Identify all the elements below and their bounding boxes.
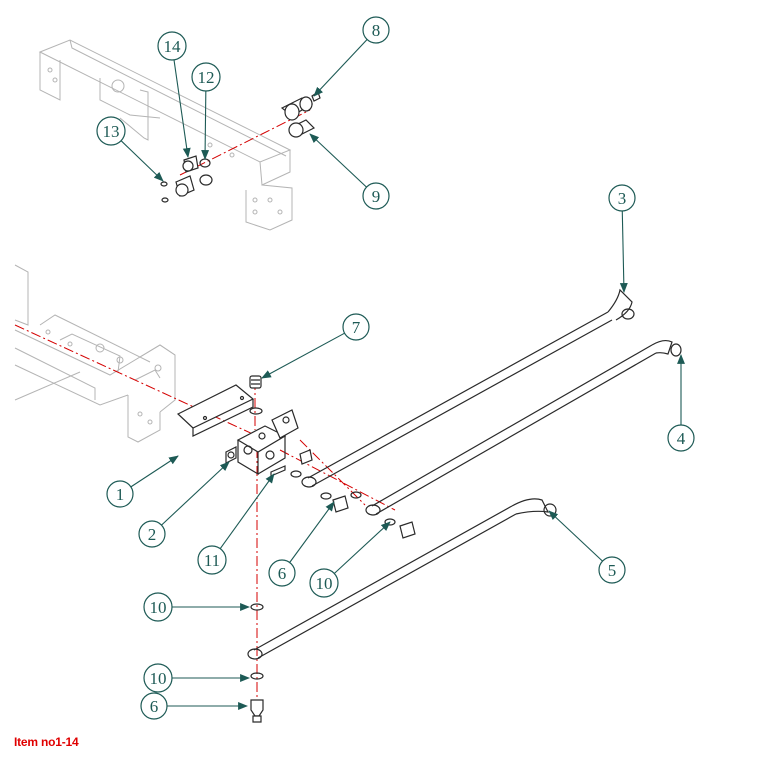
callout-10c: 10 xyxy=(143,663,173,693)
callout-label: 4 xyxy=(677,429,686,448)
callout-label: 2 xyxy=(148,525,157,544)
callout-10b: 10 xyxy=(143,592,173,622)
callout-circle xyxy=(96,116,126,146)
callout-label: 8 xyxy=(372,21,381,40)
callout-circle xyxy=(362,16,390,44)
leader-line-13 xyxy=(120,140,164,182)
leader-line-3 xyxy=(619,210,628,293)
callout-circle xyxy=(608,184,636,212)
callout-circle xyxy=(143,592,173,622)
callout-3: 3 xyxy=(608,184,636,212)
leader-line-5 xyxy=(548,510,603,562)
callout-2: 2 xyxy=(138,520,166,548)
callout-leaders xyxy=(120,39,685,710)
callout-label: 11 xyxy=(204,551,220,570)
valve-block-assembly xyxy=(176,375,416,723)
leader-line-14 xyxy=(173,59,191,158)
callout-11: 11 xyxy=(197,545,227,575)
item-caption: Item no1-14 xyxy=(14,735,79,749)
leader-line-6a xyxy=(289,501,335,563)
callout-label: 9 xyxy=(372,187,381,206)
callout-circle xyxy=(191,62,221,92)
leader-line-8 xyxy=(313,39,368,97)
leader-line-12 xyxy=(201,90,210,160)
callout-5: 5 xyxy=(598,556,626,584)
callout-label: 13 xyxy=(103,122,120,141)
callout-circle xyxy=(140,692,168,720)
lower-frame xyxy=(14,264,176,443)
callout-6a: 6 xyxy=(268,559,296,587)
upper-fittings xyxy=(160,91,321,203)
callout-circle xyxy=(667,424,695,452)
callout-13: 13 xyxy=(96,116,126,146)
callout-label: 10 xyxy=(150,598,167,617)
callout-9: 9 xyxy=(362,182,390,210)
leader-line-11 xyxy=(219,473,275,549)
callout-circle xyxy=(362,182,390,210)
leader-line-2 xyxy=(161,461,230,526)
callout-label: 6 xyxy=(278,564,287,583)
callout-label: 12 xyxy=(198,68,215,87)
callout-4: 4 xyxy=(667,424,695,452)
hoses xyxy=(247,288,682,660)
callout-label: 7 xyxy=(352,318,361,337)
callout-12: 12 xyxy=(191,62,221,92)
callout-label: 10 xyxy=(316,574,333,593)
callout-circle xyxy=(598,556,626,584)
callout-label: 3 xyxy=(618,189,627,208)
callout-label: 5 xyxy=(608,561,617,580)
leader-line-1 xyxy=(130,455,179,488)
callout-10a: 10 xyxy=(309,568,339,598)
callout-circle xyxy=(106,480,134,508)
callout-7: 7 xyxy=(342,313,370,341)
callout-circle xyxy=(268,559,296,587)
upper-mounting-bracket xyxy=(38,39,293,231)
leader-line-9 xyxy=(309,133,367,188)
callout-14: 14 xyxy=(157,31,187,61)
callout-label: 10 xyxy=(150,669,167,688)
callout-1: 1 xyxy=(106,480,134,508)
callout-circle xyxy=(197,545,227,575)
callout-circle xyxy=(143,663,173,693)
leader-line-7 xyxy=(261,332,345,379)
callout-6b: 6 xyxy=(140,692,168,720)
callout-circle xyxy=(309,568,339,598)
callout-label: 6 xyxy=(150,697,159,716)
callout-label: 14 xyxy=(164,37,182,56)
callout-label: 1 xyxy=(116,485,125,504)
centerlines xyxy=(14,109,396,720)
callout-circle xyxy=(138,520,166,548)
callout-circle xyxy=(157,31,187,61)
callout-circle xyxy=(342,313,370,341)
callout-8: 8 xyxy=(362,16,390,44)
leader-line-10a xyxy=(333,521,391,574)
